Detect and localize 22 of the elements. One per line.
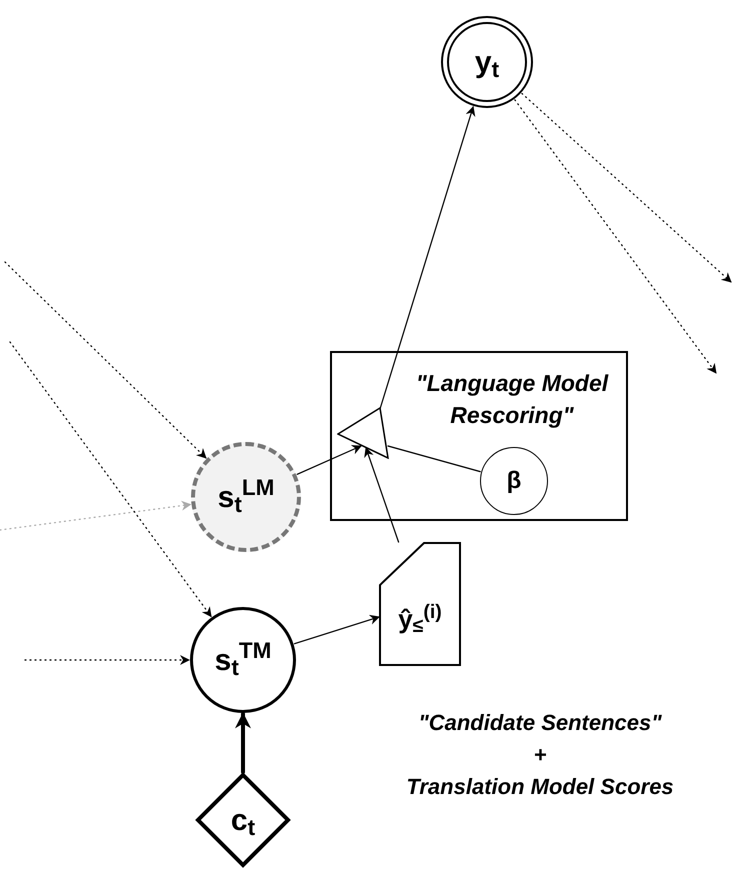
rescoring-box [330, 351, 628, 521]
box-title: "Language Model Rescoring" [414, 369, 610, 430]
arrow [296, 445, 362, 475]
dotted-arrow [514, 99, 717, 374]
node-label: c$_{t}$ [230, 802, 256, 842]
caption-text: + [534, 741, 546, 769]
mixing-triangle [337, 407, 389, 459]
arrow [235, 712, 251, 774]
dotted-arrow [24, 655, 190, 665]
dotted-arrow [4, 261, 207, 459]
node-label: β [506, 466, 522, 496]
dotted-arrow [9, 341, 212, 618]
candidate-card [379, 542, 461, 666]
dotted-arrow [0, 500, 192, 531]
node-label: y$_{t}$ [474, 44, 500, 84]
context-diamond [195, 772, 291, 868]
arrow [364, 447, 400, 543]
connector-line [387, 445, 481, 472]
caption-text: "Candidate Sentences" [418, 709, 662, 737]
caption-text: Translation Model Scores [406, 773, 674, 801]
arrow [379, 106, 476, 410]
dotted-arrow [521, 92, 732, 283]
